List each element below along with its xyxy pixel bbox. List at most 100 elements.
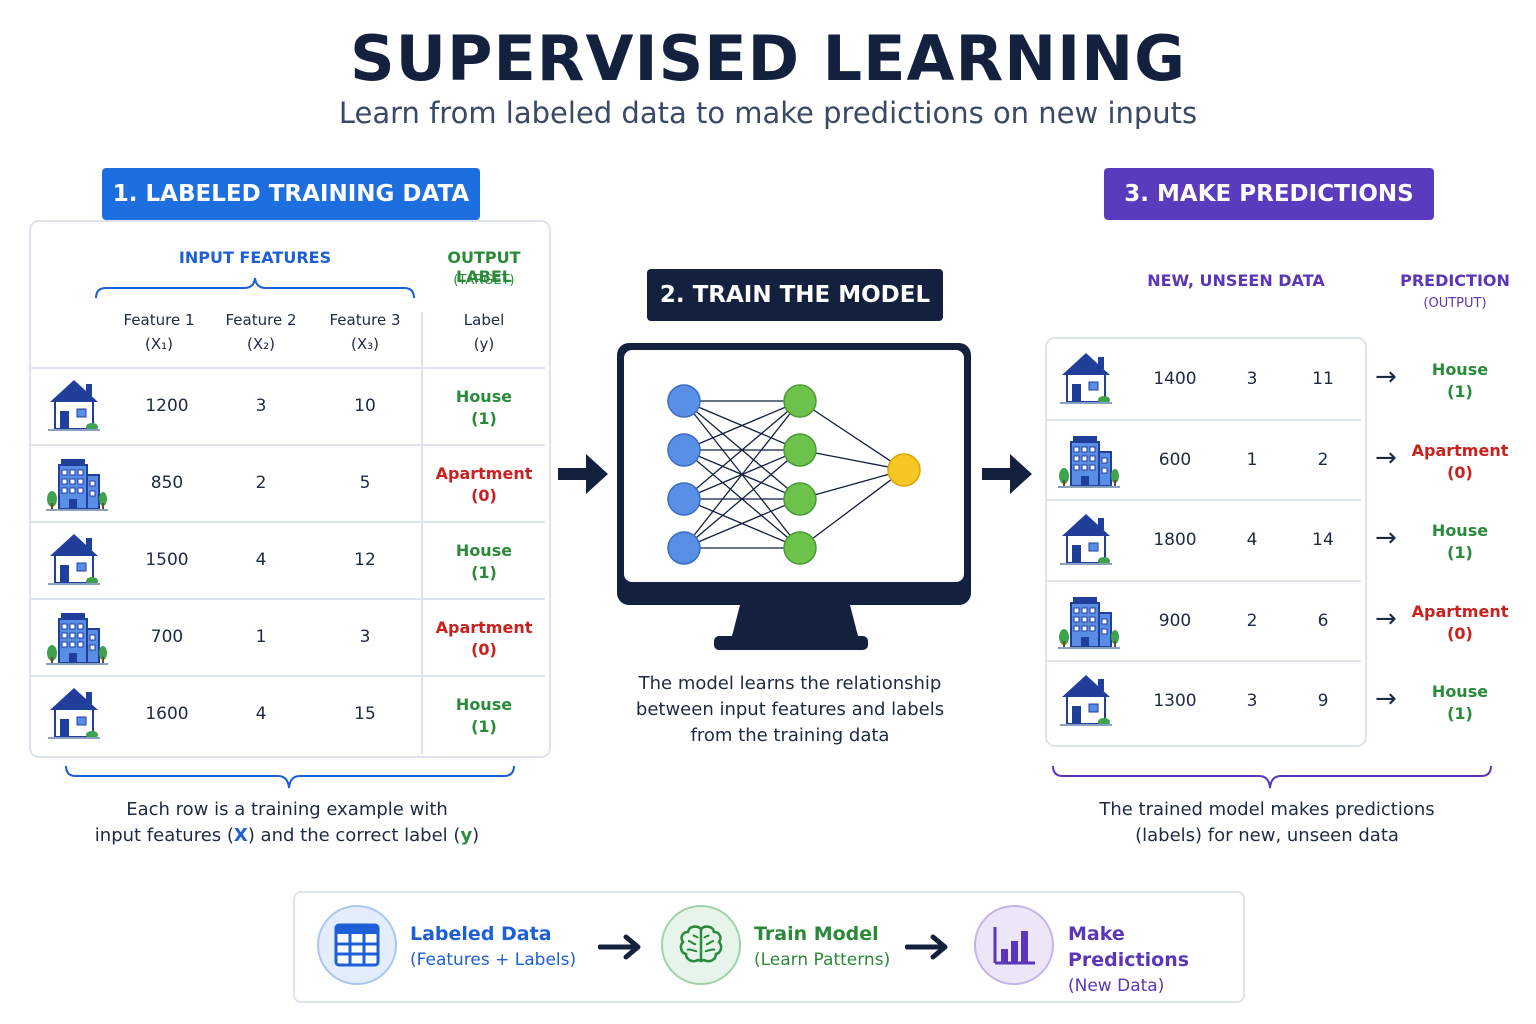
brain-icon: [661, 905, 741, 985]
input-features-heading: INPUT FEATURES: [178, 248, 332, 267]
input-features-brace: [95, 277, 415, 299]
arrow-icon: →: [1375, 684, 1397, 714]
bar-chart-icon: [974, 905, 1054, 985]
new-feature3-value: 11: [1312, 369, 1334, 389]
flow-arrow-2: [982, 454, 1032, 494]
hidden-node: [783, 482, 817, 516]
apartment-icon: [46, 453, 110, 513]
feature3-value: 5: [359, 473, 371, 493]
new-feature1-value: 600: [1158, 449, 1192, 470]
prediction-label: House: [1431, 521, 1489, 540]
feature2-value: 4: [255, 704, 267, 724]
label-name: Apartment: [435, 618, 533, 637]
label-code: (0): [471, 640, 497, 659]
prediction-code: (0): [1447, 462, 1473, 482]
label-name: House: [455, 695, 513, 714]
label-name: House: [455, 387, 513, 406]
network-edge: [683, 449, 801, 549]
train-caption: The model learns the relationship betwee…: [635, 673, 945, 746]
pipeline-step-labeled-data: Labeled Data (Features + Labels): [410, 923, 577, 970]
new-feature3-value: 6: [1317, 610, 1329, 631]
flow-arrow-1: [558, 454, 608, 494]
monitor-illustration: [617, 343, 971, 650]
prediction-label: Apartment: [1411, 440, 1509, 460]
feature2-value: 4: [255, 550, 267, 570]
feature3-value: 10: [354, 396, 376, 416]
network-edge: [799, 449, 905, 471]
network-edge: [683, 400, 801, 451]
prediction-label: Apartment: [1411, 601, 1509, 621]
table-row-divider: [31, 521, 545, 523]
new-feature2-value: 3: [1246, 691, 1258, 711]
table-row-divider: [31, 444, 545, 446]
new-feature1-value: 1400: [1153, 369, 1197, 389]
column-header-label: Label(y): [463, 311, 505, 353]
training-data-card: [29, 220, 551, 758]
prediction-caption: The trained model makes predictions (lab…: [1099, 799, 1435, 846]
section2-badge: 2. TRAIN THE MODEL: [647, 269, 943, 321]
house-icon: [46, 376, 110, 436]
label-code: (1): [471, 409, 497, 428]
network-edge: [683, 400, 801, 549]
page-subtitle: Learn from labeled data to make predicti…: [338, 96, 1198, 130]
label-name: House: [455, 541, 513, 560]
section1-badge: 1. LABELED TRAINING DATA: [102, 168, 480, 220]
feature1-value: 1200: [145, 396, 189, 416]
prediction-code: (1): [1447, 382, 1473, 401]
column-header-feature3: Feature 3(X₃): [329, 311, 401, 353]
prediction-sub-heading: (OUTPUT): [1423, 296, 1487, 311]
section3-badge: 3. MAKE PREDICTIONS: [1104, 168, 1434, 220]
column-header-feature1: Feature 1(X₁): [123, 311, 195, 353]
new-feature1-value: 1300: [1153, 691, 1197, 711]
new-data-heading: NEW, UNSEEN DATA: [1147, 271, 1325, 290]
new-feature1-value: 900: [1158, 610, 1192, 631]
input-node: [667, 433, 701, 467]
page-title: SUPERVISED LEARNING: [350, 22, 1186, 95]
feature1-value: 1500: [145, 550, 189, 570]
apartment-icon: [1058, 430, 1122, 490]
prediction-code: (0): [1447, 623, 1473, 643]
network-edge: [683, 498, 801, 549]
network-edge: [799, 469, 905, 500]
input-node: [667, 384, 701, 418]
new-feature2-value: 2: [1246, 610, 1258, 631]
network-edge: [799, 469, 905, 549]
input-node: [667, 531, 701, 565]
new-feature2-value: 3: [1246, 369, 1258, 389]
label-code: (1): [471, 563, 497, 582]
pipeline-step-train-model: Train Model (Learn Patterns): [754, 923, 891, 970]
network-connections: [683, 400, 905, 549]
training-caption-brace: [65, 765, 515, 789]
prediction-label: House: [1431, 360, 1489, 379]
label-code: (1): [471, 717, 497, 736]
new-feature3-value: 9: [1317, 691, 1329, 711]
feature2-value: 1: [255, 627, 267, 647]
house-icon: [1058, 510, 1122, 570]
prediction-row-divider: [1047, 418, 1361, 421]
network-edge: [799, 400, 905, 471]
feature2-value: 2: [255, 473, 267, 493]
table-icon: [317, 905, 397, 985]
new-feature2-value: 1: [1246, 449, 1258, 470]
prediction-heading: PREDICTION: [1400, 271, 1510, 290]
arrow-icon: →: [1375, 603, 1397, 634]
arrow-icon: →: [1375, 442, 1397, 473]
new-feature2-value: 4: [1246, 530, 1258, 550]
pipeline-summary: [293, 891, 1245, 1003]
table-row-divider: [31, 675, 545, 677]
feature2-value: 3: [255, 396, 267, 416]
prediction-row-divider: [1047, 579, 1361, 582]
arrow-icon: →: [1375, 362, 1397, 392]
prediction-row-divider: [1047, 660, 1361, 662]
table-row-divider: [31, 367, 545, 369]
hidden-node: [783, 433, 817, 467]
label-code: (0): [471, 486, 497, 505]
training-caption: Each row is a training example with inpu…: [94, 799, 480, 846]
new-feature3-value: 14: [1312, 530, 1334, 550]
network-edge: [683, 400, 801, 500]
table-row-divider: [31, 598, 545, 600]
house-icon: [46, 530, 110, 590]
pipeline-arrow-2: [905, 934, 948, 960]
output-target-heading: (TARGET): [453, 273, 515, 288]
feature3-value: 3: [359, 627, 371, 647]
